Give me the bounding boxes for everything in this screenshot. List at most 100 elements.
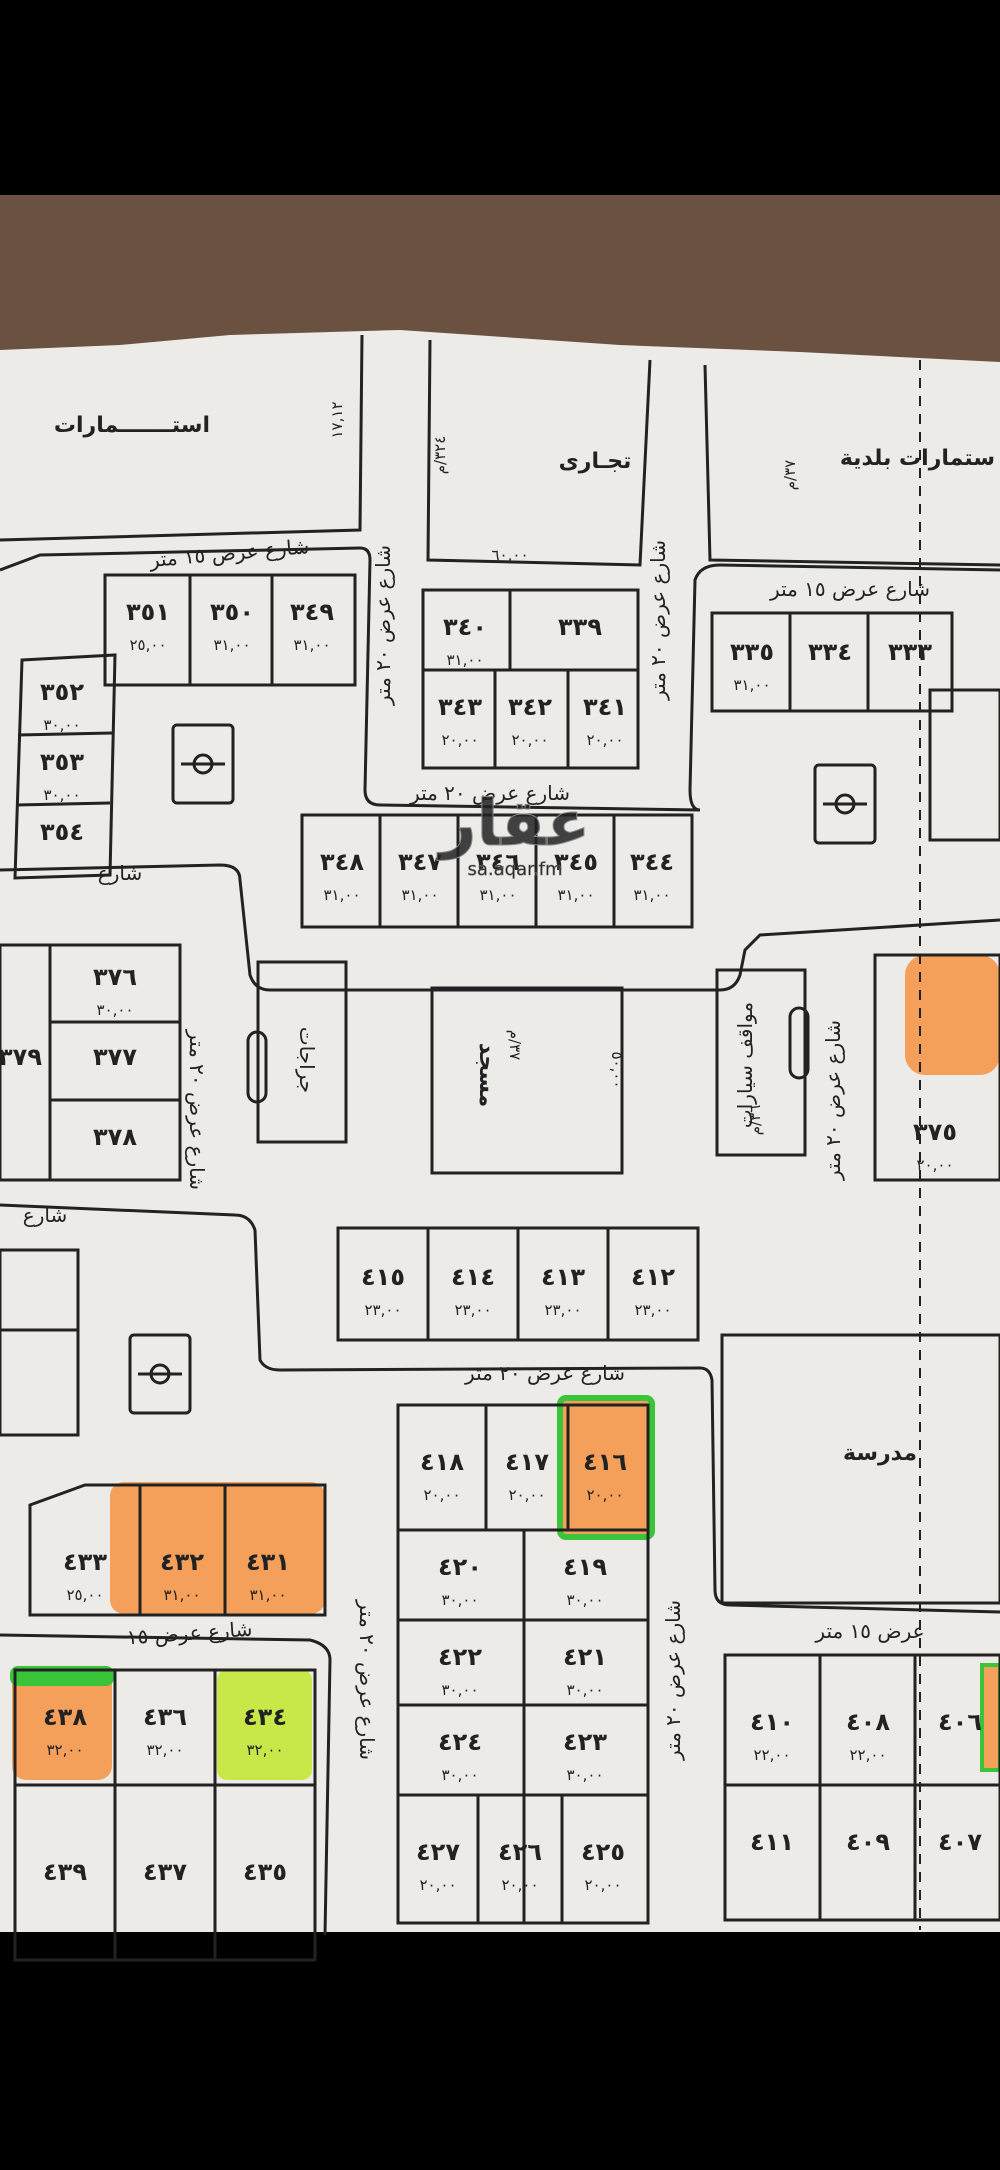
label-commercial: تجـارى: [559, 449, 632, 474]
plot-number-431: ٤٣١: [246, 1548, 290, 1576]
block-349-351: [103, 573, 357, 687]
highlight-plot-434: [217, 1670, 312, 1780]
street-label-2: شارع عرض ٢٠ متر: [371, 545, 395, 706]
plot-number-437: ٤٣٧: [143, 1858, 187, 1886]
plot-number-415: ٤١٥: [361, 1263, 405, 1291]
block-344-348: [300, 813, 694, 929]
plot-number-434: ٤٣٤: [243, 1703, 287, 1731]
parking-strip-left: [256, 960, 348, 1144]
plot-number-347: ٣٤٧: [398, 848, 442, 876]
plot-number-433: ٤٣٣: [63, 1548, 107, 1576]
plot-dimension-350: ٣١,٠٠: [214, 636, 251, 654]
playground-circle: [149, 1363, 171, 1385]
plot-number-419: ٤١٩: [563, 1553, 607, 1581]
plot-number-339: ٣٣٩: [558, 613, 602, 641]
street-label-7: شارع عرض ٢٠ متر: [185, 1029, 209, 1190]
plot-number-408: ٤٠٨: [846, 1708, 890, 1736]
plot-dimension-420: ٣٠,٠٠: [442, 1591, 479, 1609]
plot-dimension-413: ٢٣,٠٠: [545, 1301, 582, 1319]
block-431-433: [28, 1483, 327, 1617]
school: [720, 1333, 1000, 1605]
plot-dimension-423: ٣٠,٠٠: [567, 1766, 604, 1784]
block-top-right-outline: [703, 364, 1000, 567]
plot-dimension-343: ٢٠,٠٠: [442, 731, 479, 749]
plot-dimension-434: ٣٢,٠٠: [247, 1741, 284, 1759]
block-left-partial: [0, 1248, 80, 1437]
block-434-439: [13, 1668, 317, 1962]
block-333-335: [710, 611, 954, 713]
plot-dimension-345: ٣١,٠٠: [558, 886, 595, 904]
parking-strip-right: [715, 968, 807, 1157]
plot-dimension-425: ٢٠,٠٠: [585, 1876, 622, 1894]
plot-dimension-410: ٢٢,٠٠: [754, 1746, 791, 1764]
watermark-brand: عقار: [437, 787, 591, 861]
plot-number-350: ٣٥٠: [210, 598, 254, 626]
plot-dimension-424: ٣٠,٠٠: [442, 1766, 479, 1784]
plot-number-375: ٣٧٥: [913, 1118, 957, 1146]
label-dim-5000: ٥٠,٠٠: [608, 1052, 626, 1089]
playground-lower-left: [128, 1333, 192, 1415]
playground-top-right: [813, 763, 877, 845]
plot-number-345: ٣٤٥: [554, 848, 598, 876]
plot-number-378: ٣٧٨: [93, 1123, 137, 1151]
bottom-black-bar: [0, 1932, 1000, 2166]
label-area-324: ٣٢٤/م: [431, 436, 449, 475]
plot-number-411: ٤١١: [750, 1828, 794, 1856]
plot-dimension-415: ٢٣,٠٠: [365, 1301, 402, 1319]
map-linework: [0, 334, 1000, 1962]
plot-number-418: ٤١٨: [420, 1448, 464, 1476]
street-label-5: شارع: [98, 861, 142, 885]
plot-dimension-421: ٣٠,٠٠: [567, 1681, 604, 1699]
label-area-36: ٣٦/م: [746, 1105, 764, 1135]
plot-divider: [15, 801, 111, 807]
plot-dimension-353: ٣٠,٠٠: [44, 786, 81, 804]
street-label-13: شارع عرض ٢٠ متر: [821, 1020, 845, 1181]
playground-circle: [834, 793, 856, 815]
street-curb-middle: [0, 863, 1000, 992]
plot-dimension-418: ٢٠,٠٠: [424, 1486, 461, 1504]
plot-number-422: ٤٢٢: [438, 1643, 482, 1671]
block-top-left-outline: [0, 334, 364, 542]
block-right-partial: [928, 688, 1000, 842]
street-curb-top: [0, 546, 1000, 812]
plot-number-343: ٣٤٣: [438, 693, 482, 721]
plot-dimension-431: ٣١,٠٠: [250, 1586, 287, 1604]
watermark-url: sa.aqar.fm: [468, 859, 563, 880]
plot-number-439: ٤٣٩: [43, 1858, 87, 1886]
plot-number-413: ٤١٣: [541, 1263, 585, 1291]
plot-number-435: ٤٣٥: [243, 1858, 287, 1886]
plot-dimension-341: ٢٠,٠٠: [587, 731, 624, 749]
plot-dimension-419: ٣٠,٠٠: [567, 1591, 604, 1609]
mosque: [430, 986, 624, 1175]
plot-number-436: ٤٣٦: [143, 1703, 187, 1731]
street-label-12: عرض ١٥ متر: [814, 1619, 924, 1643]
plot-dimension-432: ٣١,٠٠: [164, 1586, 201, 1604]
plot-number-426: ٤٢٦: [498, 1838, 542, 1866]
label-garages: جراجات: [295, 1027, 319, 1093]
plot-dimension-351: ٢٥,٠٠: [130, 636, 167, 654]
plot-dimension-414: ٢٣,٠٠: [455, 1301, 492, 1319]
plot-number-340: ٣٤٠: [443, 613, 487, 641]
plot-dimension-347: ٣١,٠٠: [402, 886, 439, 904]
plot-dimension-352: ٣٠,٠٠: [44, 716, 81, 734]
highlight-block-431-433: [110, 1482, 325, 1614]
label-parking: مواقف سيارات: [733, 1002, 757, 1128]
plot-number-353: ٣٥٣: [40, 748, 84, 776]
street-curb-lower: [0, 1203, 1000, 1614]
plot-dimension-335: ٣١,٠٠: [734, 676, 771, 694]
label-dim-600: ٦٠,٠٠: [492, 546, 529, 564]
plot-dimension-433: ٢٥,٠٠: [67, 1586, 104, 1604]
plot-number-420: ٤٢٠: [438, 1553, 482, 1581]
block-commercial-outline: [426, 339, 652, 567]
highlight-plot-438: [12, 1670, 112, 1780]
plot-number-349: ٣٤٩: [290, 598, 334, 626]
plot-number-346: ٣٤٦: [476, 848, 520, 876]
plot-dimension-349: ٣١,٠٠: [294, 636, 331, 654]
plot-number-438: ٤٣٨: [43, 1703, 87, 1731]
street-curb-bottom: [0, 1633, 332, 1936]
highlight-plot-416-border: [557, 1395, 655, 1540]
plot-number-351: ٣٥١: [126, 598, 170, 626]
plot-number-427: ٤٢٧: [416, 1838, 460, 1866]
